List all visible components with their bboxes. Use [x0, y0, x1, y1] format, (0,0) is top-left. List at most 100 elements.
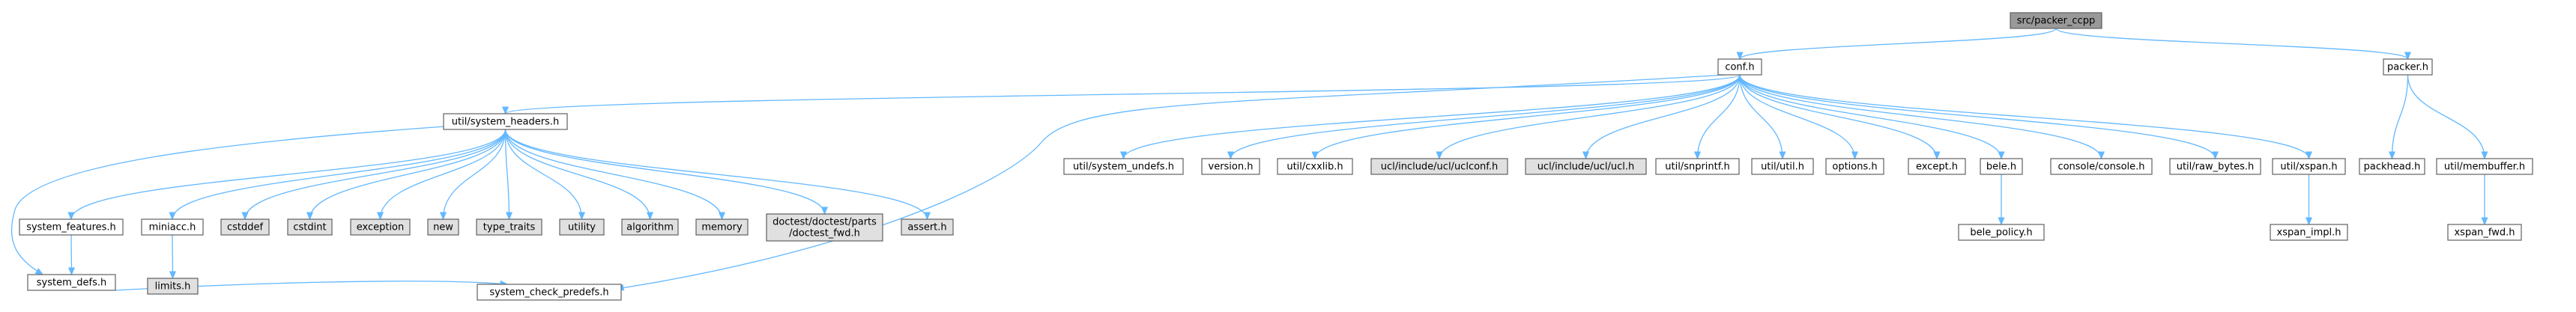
edge-util-system-headers-h-to-algorithm [504, 129, 651, 220]
edge-arrowhead [2404, 52, 2412, 61]
node-box [476, 218, 542, 236]
edge-arrowhead [1933, 151, 1941, 160]
node-cstddef[interactable]: cstddef [220, 218, 270, 236]
node-system-defs-h[interactable]: system_defs.h [27, 274, 116, 291]
nodes-layer: src/packer_ccpp conf.h packer.h util/system… [19, 12, 2533, 301]
node-box [1825, 158, 1884, 175]
edge-conf-h-to-system-check-predefs-h [616, 74, 1726, 290]
edge-arrowhead [1119, 151, 1128, 160]
node-box [901, 218, 954, 236]
node-doctest-fwd-h[interactable]: doctest/doctest/parts/doctest_fwd.h [766, 213, 883, 242]
node-util-system-headers-h[interactable]: util/system_headers.h [443, 113, 568, 130]
edge-arrowhead [1851, 151, 1859, 160]
node-ucl-uclconf-h[interactable]: ucl/include/ucl/uclconf.h [1370, 158, 1508, 175]
edge-arrowhead [376, 212, 384, 221]
node-label: system_check_predefs.h [489, 287, 608, 299]
node-system-check-predefs-h[interactable]: system_check_predefs.h [477, 284, 622, 301]
node-src-packer-ccpp[interactable]: src/packer_ccpp [2010, 12, 2102, 29]
edge-conf-h-to-ucl-uclconf-h [1439, 74, 1741, 159]
node-bele-h[interactable]: bele.h [1980, 158, 2023, 175]
node-version-h[interactable]: version.h [1201, 158, 1260, 175]
node-exception[interactable]: exception [350, 218, 411, 236]
node-box [1063, 158, 1184, 175]
node-utility[interactable]: utility [559, 218, 605, 236]
edge-conf-h-to-ucl-ucl-h [1585, 74, 1741, 159]
node-system-features-h[interactable]: system_features.h [19, 218, 124, 236]
node-box [2272, 158, 2346, 175]
edge-arrowhead [1311, 151, 1319, 160]
node-box [477, 284, 622, 301]
edge-arrowhead [501, 106, 510, 115]
edge-conf-h-to-util-util-h [1739, 74, 1783, 159]
node-box [1370, 158, 1508, 175]
node-cstdint[interactable]: cstdint [287, 218, 333, 236]
edge-arrowhead [169, 212, 176, 221]
edge-util-system-headers-h-to-type-traits [504, 129, 510, 220]
node-packhead-h[interactable]: packhead.h [2359, 158, 2425, 175]
node-box [1201, 158, 1260, 175]
node-algorithm[interactable]: algorithm [621, 218, 679, 236]
node-util-util-h[interactable]: util/util.h [1751, 158, 1814, 175]
edge-arrowhead [67, 212, 75, 221]
node-util-raw-bytes-h[interactable]: util/raw_bytes.h [2169, 158, 2261, 175]
node-console-console-h[interactable]: console/console.h [2050, 158, 2153, 175]
node-label: bele.h [1986, 162, 2016, 173]
node-label: system_defs.h [37, 278, 106, 289]
node-label: exception [357, 222, 405, 233]
node-box [2010, 12, 2102, 29]
node-label: xspan_fwd.h [2454, 227, 2515, 239]
node-label: xspan_impl.h [2277, 227, 2341, 239]
node-label: conf.h [1725, 62, 1754, 73]
node-bele-policy-h[interactable]: bele_policy.h [1958, 224, 2045, 241]
edge-arrowhead [34, 268, 44, 275]
node-packer-h[interactable]: packer.h [2383, 58, 2433, 76]
node-util-membuffer-h[interactable]: util/membuffer.h [2436, 158, 2533, 175]
node-util-system-undefs-h[interactable]: util/system_undefs.h [1063, 158, 1184, 175]
node-options-h[interactable]: options.h [1825, 158, 1884, 175]
node-box [2270, 224, 2348, 241]
node-xspan-fwd-h[interactable]: xspan_fwd.h [2447, 224, 2522, 241]
edge-arrowhead [578, 212, 586, 221]
node-limits-h[interactable]: limits.h [147, 278, 199, 295]
node-util-snprintf-h[interactable]: util/snprintf.h [1655, 158, 1740, 175]
node-miniacc-h[interactable]: miniacc.h [141, 218, 204, 236]
edge-conf-h-to-version-h [1230, 74, 1741, 159]
node-label: limits.h [155, 281, 191, 293]
node-ucl-ucl-h[interactable]: ucl/include/ucl/ucl.h [1525, 158, 1647, 175]
node-label: ucl/include/ucl/uclconf.h [1381, 162, 1499, 173]
node-conf-h[interactable]: conf.h [1717, 58, 1762, 76]
edge-arrowhead [2211, 151, 2219, 160]
edge-util-system-headers-h-to-utility [504, 129, 583, 220]
edge-arrowhead [2305, 151, 2313, 160]
node-util-cxxlib-h[interactable]: util/cxxlib.h [1277, 158, 1353, 175]
edge-arrowhead [718, 212, 726, 221]
node-type-traits[interactable]: type_traits [476, 218, 542, 236]
edge-arrowhead [169, 271, 177, 280]
edge-conf-h-to-util-cxxlib-h [1314, 74, 1741, 159]
node-xspan-impl-h[interactable]: xspan_impl.h [2270, 224, 2348, 241]
node-box [1277, 158, 1353, 175]
node-util-xspan-h[interactable]: util/xspan.h [2272, 158, 2346, 175]
edge-arrowhead [1736, 52, 1744, 61]
node-label: except.h [1916, 162, 1958, 173]
edge-arrowhead [1436, 151, 1443, 160]
node-box [559, 218, 605, 236]
node-label: options.h [1832, 162, 1877, 173]
node-box [2359, 158, 2425, 175]
edge-arrowhead [505, 212, 513, 221]
node-memory[interactable]: memory [695, 218, 749, 236]
node-except-h[interactable]: except.h [1908, 158, 1966, 175]
node-assert-h[interactable]: assert.h [901, 218, 954, 236]
edge-util-system-headers-h-to-assert-h [504, 129, 928, 220]
edge-conf-h-to-util-snprintf-h [1696, 74, 1741, 159]
node-label: util/system_headers.h [452, 117, 559, 128]
node-box [2383, 58, 2433, 76]
node-box [27, 274, 116, 291]
node-box [443, 113, 568, 130]
node-new[interactable]: new [427, 218, 459, 236]
edges-layer [10, 28, 2488, 291]
node-box [766, 213, 883, 242]
node-label: cstdint [293, 222, 326, 233]
node-box [1717, 58, 1762, 76]
edge-arrowhead [1998, 217, 2005, 226]
